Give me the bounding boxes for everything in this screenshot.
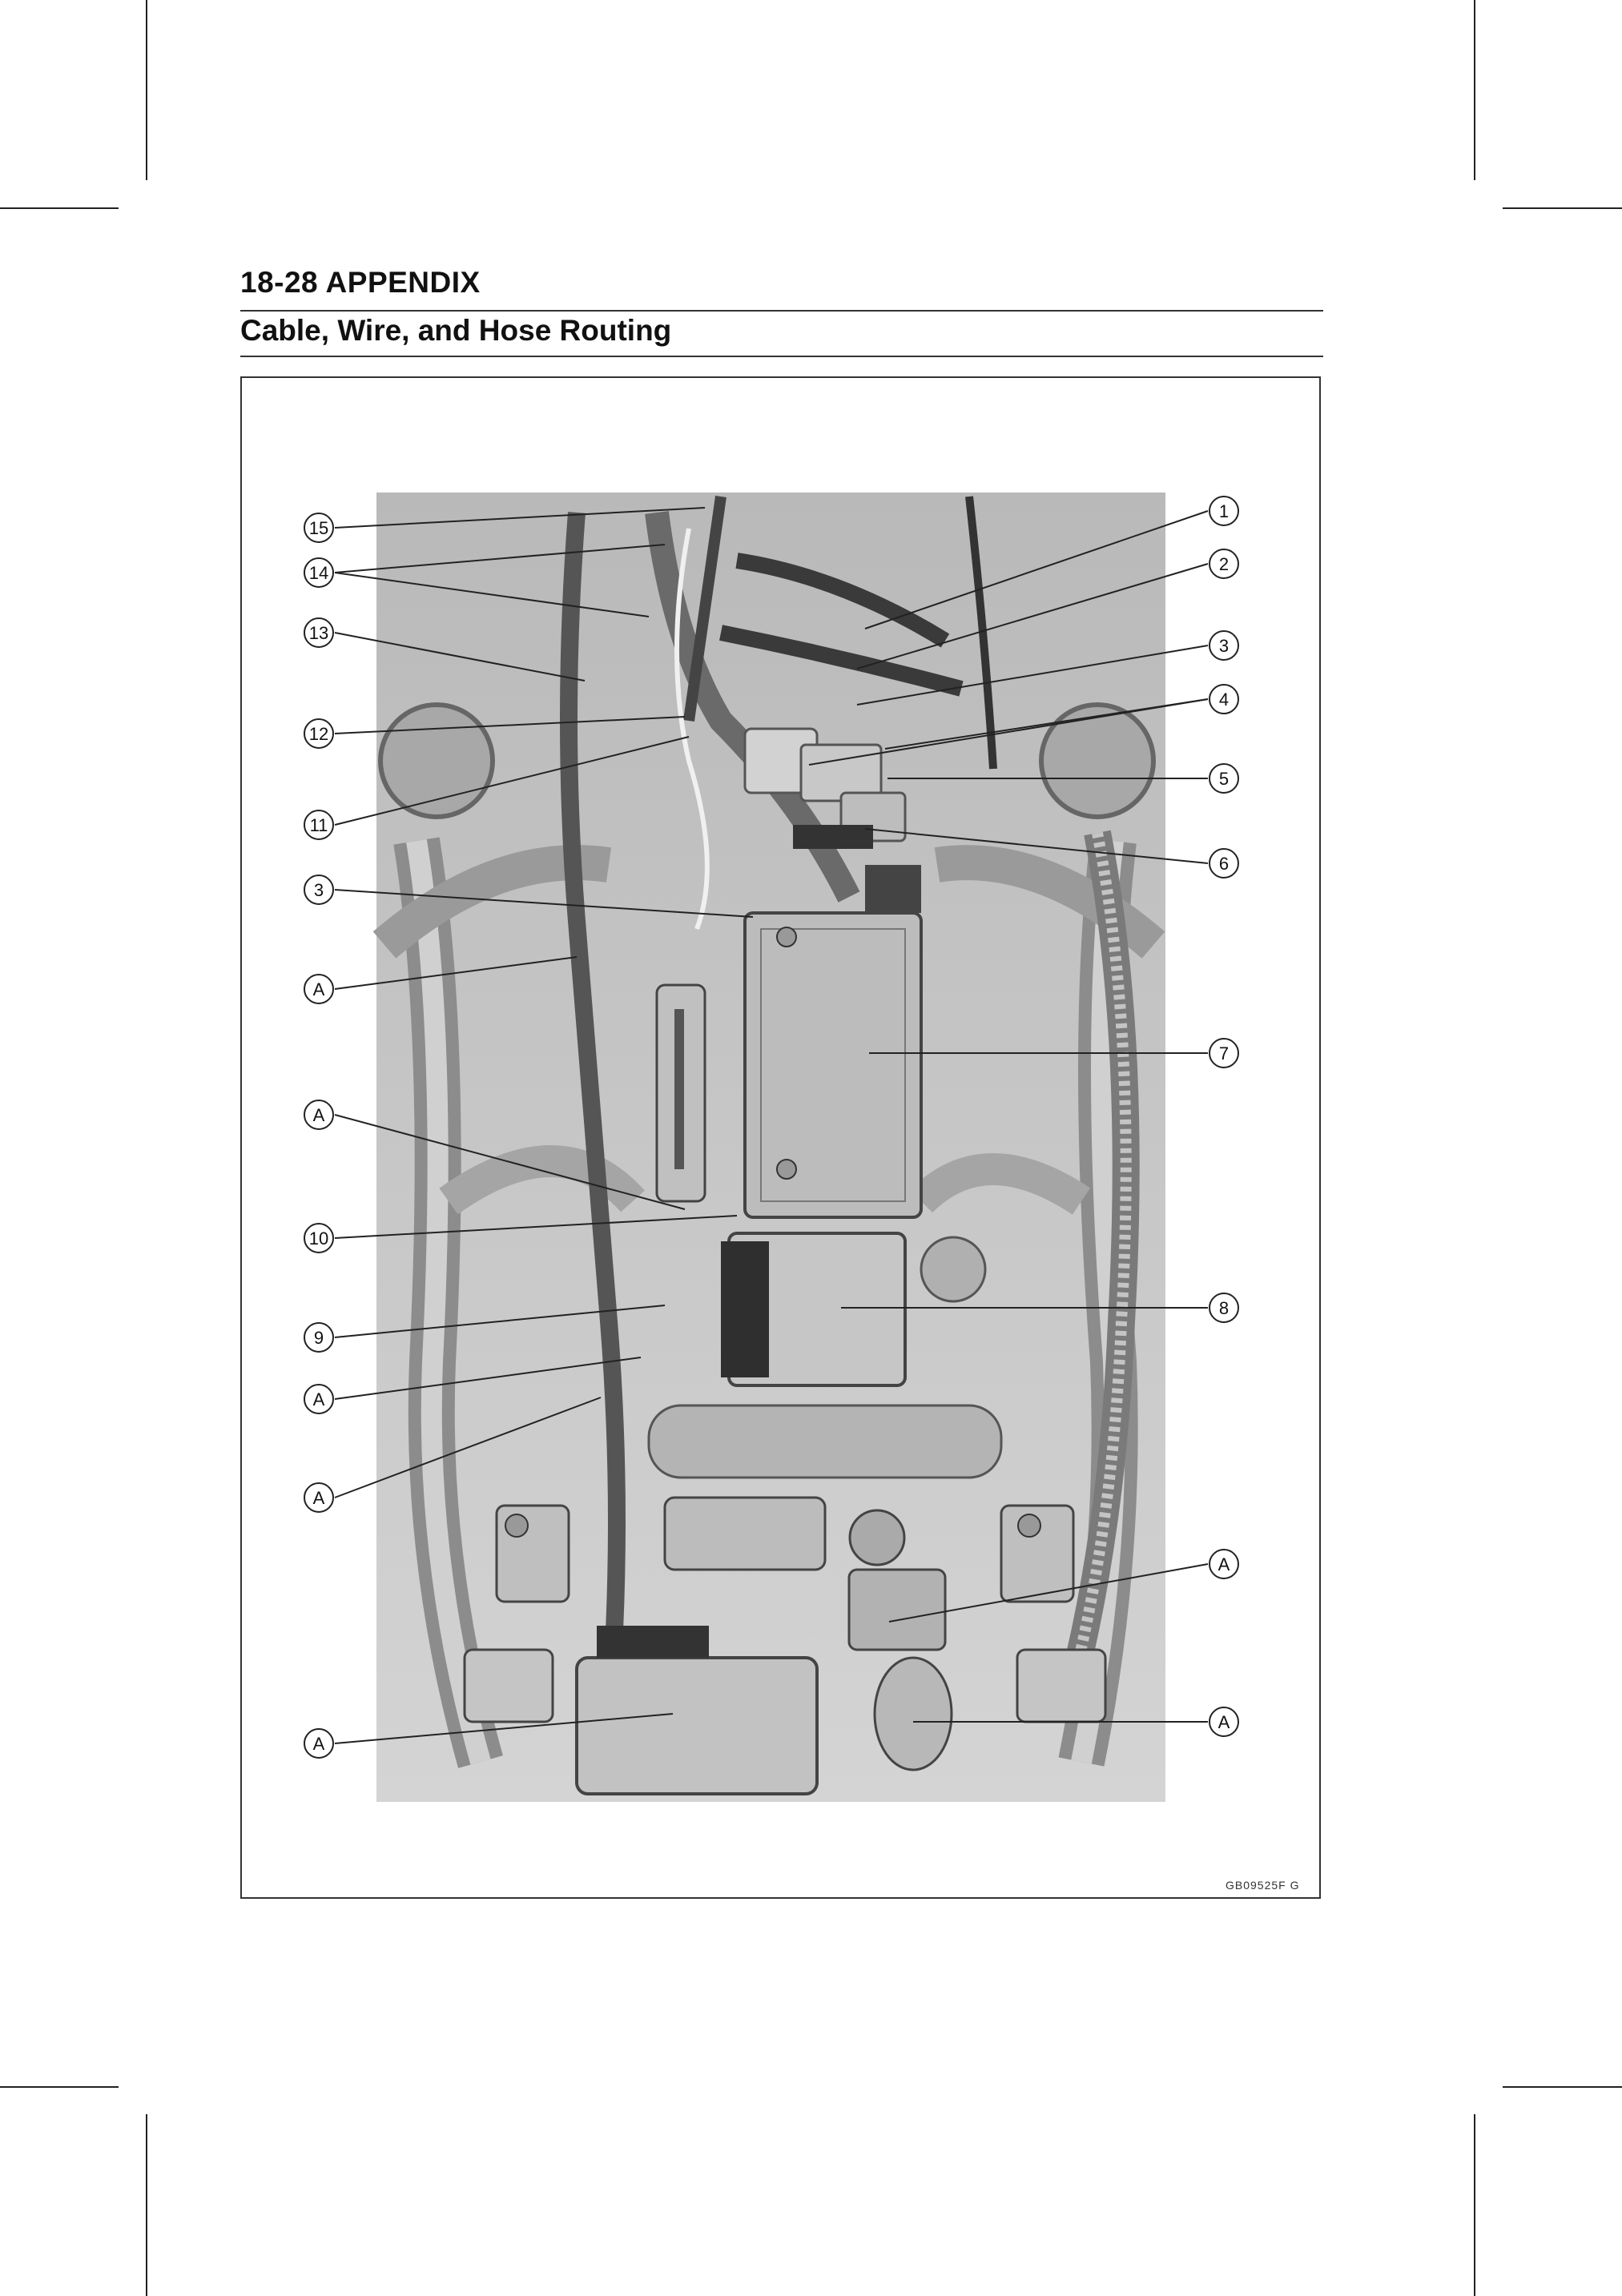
page-title: 18-28 APPENDIX [240, 266, 481, 299]
figure-code: GB09525F G [1226, 1879, 1300, 1892]
motorcycle-frame-photo [372, 493, 1165, 1802]
crop-mark-top-left-h [0, 207, 119, 209]
title-rule [240, 310, 1323, 312]
callout-8: 8 [1219, 1298, 1229, 1318]
section-subtitle: Cable, Wire, and Hose Routing [240, 314, 672, 347]
crop-mark-top-left-v [146, 0, 147, 180]
callout-a-right-1: A [1218, 1554, 1230, 1574]
callout-a-right-2: A [1218, 1712, 1230, 1732]
callout-14: 14 [309, 563, 328, 583]
callout-a-left-2: A [313, 1105, 325, 1125]
callout-7: 7 [1219, 1043, 1229, 1064]
callout-a-left-5: A [313, 1734, 325, 1754]
callout-circles-left [304, 513, 334, 1759]
callout-12: 12 [309, 724, 328, 744]
callouts-right [808, 510, 1209, 1723]
callout-circles-right [1209, 496, 1239, 1737]
callout-15: 15 [309, 518, 328, 538]
callout-a-left-1: A [313, 979, 325, 999]
callout-5: 5 [1219, 769, 1229, 789]
callouts-left [334, 507, 754, 1744]
callout-3-right: 3 [1219, 636, 1229, 656]
callout-a-left-3: A [313, 1389, 325, 1409]
callout-3-left: 3 [314, 880, 324, 900]
callout-2: 2 [1219, 554, 1229, 574]
callout-1: 1 [1219, 501, 1229, 521]
crop-mark-bottom-left-h [0, 2086, 119, 2088]
crop-mark-top-right-v [1474, 0, 1475, 180]
callout-a-left-4: A [313, 1488, 325, 1508]
callout-4: 4 [1219, 690, 1229, 710]
crop-mark-bottom-left-v [146, 2114, 147, 2296]
callout-11: 11 [310, 815, 328, 835]
callout-9: 9 [314, 1328, 324, 1348]
callout-6: 6 [1219, 854, 1229, 874]
subtitle-rule [240, 356, 1323, 357]
crop-mark-bottom-right-v [1474, 2114, 1475, 2296]
crop-mark-bottom-right-h [1503, 2086, 1622, 2088]
callout-13: 13 [309, 623, 328, 643]
crop-mark-top-right-h [1503, 207, 1622, 209]
callout-10: 10 [309, 1228, 328, 1249]
